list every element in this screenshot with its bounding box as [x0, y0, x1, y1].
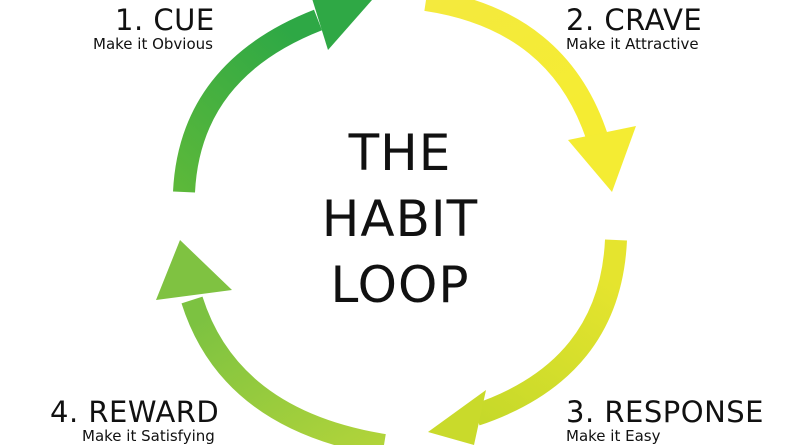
stage-response: 3. RESPONSE Make it Easy [566, 398, 764, 444]
stage-response-title: 3. RESPONSE [566, 395, 765, 429]
arrowhead-reward-icon [156, 240, 232, 300]
arc-arrow-crave [424, 0, 636, 192]
stage-reward-title: 4. REWARD [50, 395, 220, 429]
center-title-line-1: THE [348, 124, 452, 182]
arc-reward-body [181, 296, 386, 445]
center-title: THE HABIT LOOP [300, 120, 500, 318]
center-title-line-2: HABIT [321, 190, 479, 248]
arrowhead-crave-icon [568, 126, 636, 192]
center-title-line-3: LOOP [330, 256, 470, 314]
stage-cue-title: 1. CUE [115, 3, 215, 37]
stage-crave-title: 2. CRAVE [566, 3, 703, 37]
stage-crave-subtitle: Make it Attractive [566, 35, 699, 53]
arc-crave-body [424, 0, 609, 144]
arc-response-body [472, 239, 627, 426]
arrowhead-cue-icon [312, 0, 372, 50]
arrowhead-response-icon [428, 390, 486, 445]
stage-cue-subtitle: Make it Obvious [93, 35, 213, 53]
stage-cue: 1. CUE Make it Obvious [93, 6, 215, 52]
stage-reward-subtitle: Make it Satisfying [82, 427, 215, 445]
arc-arrow-cue [173, 0, 372, 193]
arc-arrow-response [428, 239, 627, 445]
stage-response-subtitle: Make it Easy [566, 427, 661, 445]
arc-cue-body [173, 9, 323, 193]
arc-arrow-reward [156, 240, 386, 445]
stage-crave: 2. CRAVE Make it Attractive [566, 6, 702, 52]
stage-reward: 4. REWARD Make it Satisfying [50, 398, 219, 444]
